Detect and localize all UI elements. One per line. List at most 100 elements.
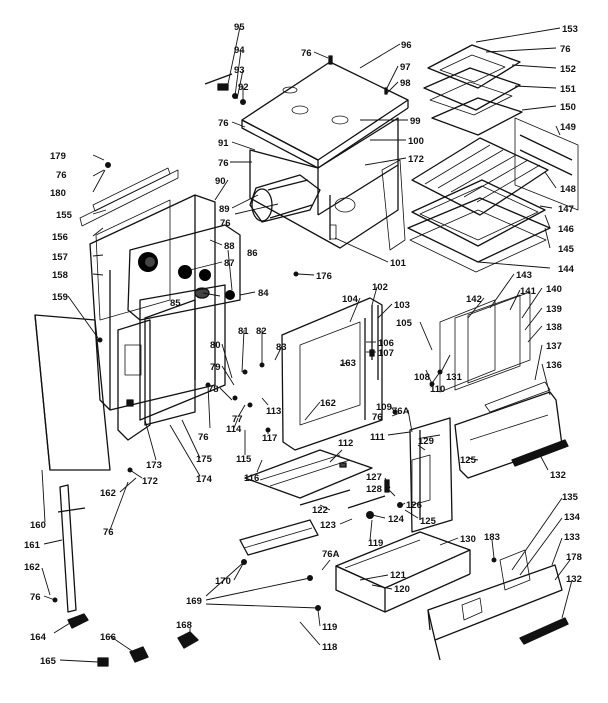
callout-164: 164 [30,632,47,643]
callout-163: 163 [340,358,356,369]
callout-123: 123 [320,520,336,531]
callout-83: 83 [276,342,287,353]
part-96-cooktop [241,61,409,161]
callout-159: 159 [52,292,68,303]
callout-127: 127 [366,472,382,483]
callout-172: 172 [408,154,424,165]
callout-82: 82 [256,326,267,337]
callout-labels: 95 94 93 92 76 96 97 98 99 76 100 172 91… [24,22,582,667]
callout-105: 105 [396,318,413,329]
callout-78: 78 [208,384,219,395]
callout-119: 119 [368,538,383,549]
part-drawings [34,44,579,667]
part-148-oven-rack [411,137,549,216]
callout-76: 76 [103,527,114,538]
callout-116: 116 [244,473,259,484]
callout-99: 99 [410,116,421,127]
callout-107: 107 [378,348,394,359]
callout-152: 152 [560,64,576,75]
callout-76: 76 [220,218,231,229]
callout-79: 79 [210,362,221,373]
callout-174: 174 [196,474,213,485]
callout-108: 108 [414,372,430,383]
part-161-strip [59,484,77,613]
callout-140: 140 [546,284,562,295]
callout-103: 103 [394,300,410,311]
callout-161: 161 [24,540,41,551]
callout-87: 87 [224,258,235,269]
callout-119: 119 [322,622,337,633]
part-173-lower-panel [117,319,151,441]
callout-106: 106 [378,338,394,349]
callout-96: 96 [401,40,412,51]
callout-162: 162 [24,562,40,573]
callout-115: 115 [236,454,252,465]
callout-125: 125 [420,516,437,527]
callout-151: 151 [560,84,577,95]
callout-129: 129 [418,436,434,447]
callout-133: 133 [564,532,580,543]
callout-114: 114 [226,424,242,435]
callout-169: 169 [186,596,202,607]
callout-147: 147 [558,204,574,215]
callout-178: 178 [566,552,582,563]
callout-76: 76 [560,44,571,55]
callout-175: 175 [196,454,213,465]
callout-128: 128 [366,484,382,495]
part-84-wall [139,284,226,421]
callout-118: 118 [322,642,337,653]
callout-76: 76 [30,592,41,603]
callout-76: 76 [56,170,67,181]
callout-124: 124 [388,514,405,525]
callout-180: 180 [50,188,66,199]
callout-76: 76 [198,432,209,443]
callout-137: 137 [546,341,562,352]
callout-145: 145 [558,244,575,255]
part-99-top-front [241,119,319,169]
callout-148: 148 [560,184,576,195]
callout-90: 90 [215,176,226,187]
callout-146: 146 [558,224,574,235]
callout-117: 117 [262,433,277,444]
callout-143: 143 [516,270,532,281]
callout-76: 76 [218,118,229,129]
part-152-broiler-grid [427,44,521,89]
part-151-broiler-pan [423,67,521,111]
callout-109: 109 [376,402,392,413]
callout-160: 160 [30,520,46,531]
callout-84: 84 [258,288,269,299]
callout-135: 135 [562,492,579,503]
part-175-panel [144,299,196,426]
callout-132: 132 [550,470,566,481]
callout-134: 134 [564,512,581,523]
part-112-burner [244,449,373,499]
callout-91: 91 [218,138,229,149]
callout-80: 80 [210,340,221,351]
part-91-side-panel [89,194,216,411]
callout-76: 76 [372,412,383,423]
part-170-drawer-slide [239,519,319,556]
callout-76A: 76A [392,406,410,417]
callout-85: 85 [170,298,181,309]
callout-166: 166 [100,632,116,643]
callout-110: 110 [430,384,445,395]
callout-183: 183 [484,532,500,543]
callout-98: 98 [400,78,411,89]
callout-101: 101 [390,258,407,269]
callout-88: 88 [224,241,235,252]
callout-138: 138 [546,322,562,333]
callout-158: 158 [52,270,68,281]
callout-95: 95 [234,22,245,33]
callout-122: 122 [312,505,328,516]
callout-176: 176 [316,271,332,282]
callout-76: 76 [218,158,229,169]
callout-150: 150 [560,102,576,113]
callout-100: 100 [408,136,424,147]
callout-76: 76 [301,48,312,59]
callout-139: 139 [546,304,562,315]
callout-179: 179 [50,151,66,162]
callout-130: 130 [460,534,476,545]
callout-93: 93 [234,65,245,76]
part-150-insert [431,97,523,136]
